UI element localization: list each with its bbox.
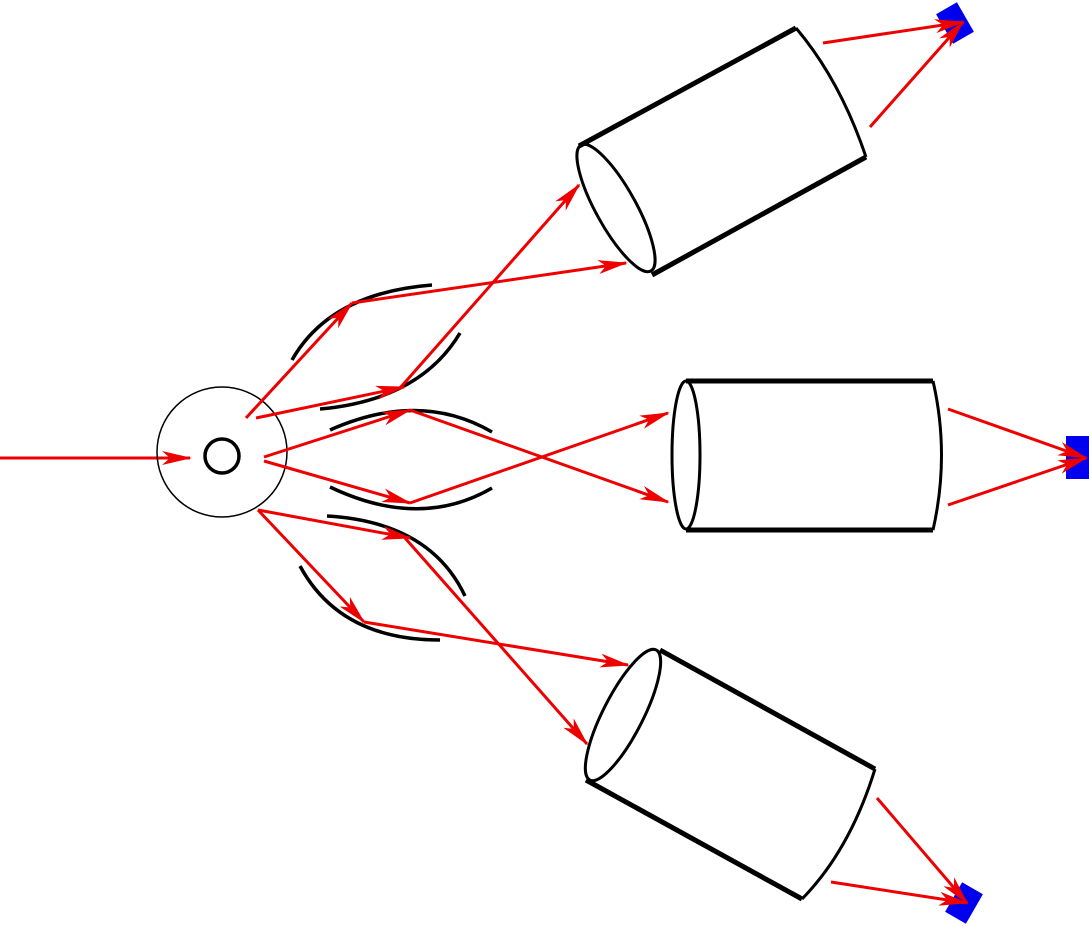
ray-sample-to-mirror-1 <box>244 301 354 420</box>
ray-sample-to-mirror-4 <box>263 459 412 505</box>
ray-tube-lower-to-detector-b <box>830 880 969 906</box>
tube-lower-bottom-edge <box>584 777 804 902</box>
tube-upper-back-end <box>794 27 868 158</box>
ray-mirror-to-tube-upper-a <box>351 260 628 305</box>
tube-lower-top-edge <box>658 647 877 772</box>
mirror-upper-inner <box>319 332 462 411</box>
tube-upper-front-end <box>575 142 657 274</box>
ray-mirror-to-tube-middle-a <box>409 408 670 504</box>
mirror-lower-inner <box>326 514 467 597</box>
ray-sample-to-mirror-5 <box>257 508 412 540</box>
tube-middle <box>670 378 943 533</box>
ray-mirror-to-tube-upper-b <box>398 183 581 389</box>
ray-mirror-to-tube-lower-b <box>363 620 630 668</box>
ray-tube-middle-to-detector-a <box>947 407 1088 460</box>
mirror-upper-outer <box>290 283 433 361</box>
ray-tube-lower-to-detector-a <box>875 797 969 905</box>
ray-tube-upper-to-detector-b <box>868 20 965 128</box>
ray-mirror-to-tube-middle-b <box>409 411 670 505</box>
sample-outer-circle <box>156 386 288 518</box>
ray-sample-to-mirror-3 <box>263 408 412 459</box>
mirror-middle-lower <box>329 485 493 511</box>
tube-upper <box>575 25 868 278</box>
tube-lower-back-end <box>800 768 877 901</box>
tube-middle-back-end <box>931 380 943 531</box>
tube-lower <box>583 647 877 902</box>
ray-tube-upper-to-detector-a <box>822 19 965 45</box>
ray-mirror-to-tube-lower-a <box>403 537 589 746</box>
tube-upper-top-edge <box>577 25 798 149</box>
tube-middle-front-end <box>670 379 702 531</box>
sample-inner-circle <box>203 437 241 475</box>
ray-tube-middle-to-detector-b <box>947 456 1088 507</box>
ray-sample-to-mirror-2 <box>255 385 406 420</box>
tube-upper-bottom-edge <box>650 154 868 278</box>
sample-ring <box>156 386 288 518</box>
ray-sample-to-mirror-6 <box>256 508 366 624</box>
